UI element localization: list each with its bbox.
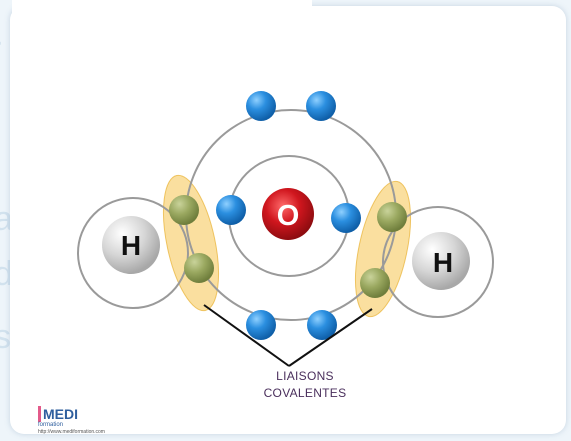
pointer-line-left [203,304,290,367]
covalent-bonds-caption: LIAISONS COVALENTES [250,368,360,402]
shared-electron [377,202,407,232]
electron [246,91,276,121]
pointer-line-right [288,308,373,367]
hydrogen-right-symbol: H [433,247,453,278]
hydrogen-left-shell [77,197,189,309]
oxygen-symbol: O [277,200,300,232]
shared-electron [169,195,199,225]
hydrogen-right-nucleus [412,232,470,290]
logo-subtitle: formation [38,422,64,428]
shared-electron [360,268,390,298]
caption-line-1: LIAISONS [276,369,334,383]
covalent-bond-highlight-right [354,180,412,318]
background-text-1: r [0,30,1,69]
hydrogen-right-shell [382,206,494,318]
hydrogen-left-symbol: H [121,230,141,261]
caption-line-2: COVALENTES [263,386,347,400]
electron [331,203,361,233]
shared-electron [184,253,214,283]
mediformation-logo: MEDI formation http://www.mediformation.… [38,406,105,435]
oxygen-nucleus [262,188,314,240]
slide-header-area [12,0,312,80]
electron [306,91,336,121]
hydrogen-left-nucleus [102,216,160,274]
logo-name: MEDI [43,406,78,422]
logo-url: http://www.mediformation.com [38,429,105,435]
electron [307,310,337,340]
covalent-bond-highlight-left [162,174,220,312]
electron [246,310,276,340]
logo-mark-icon [38,406,41,422]
electron [216,195,246,225]
